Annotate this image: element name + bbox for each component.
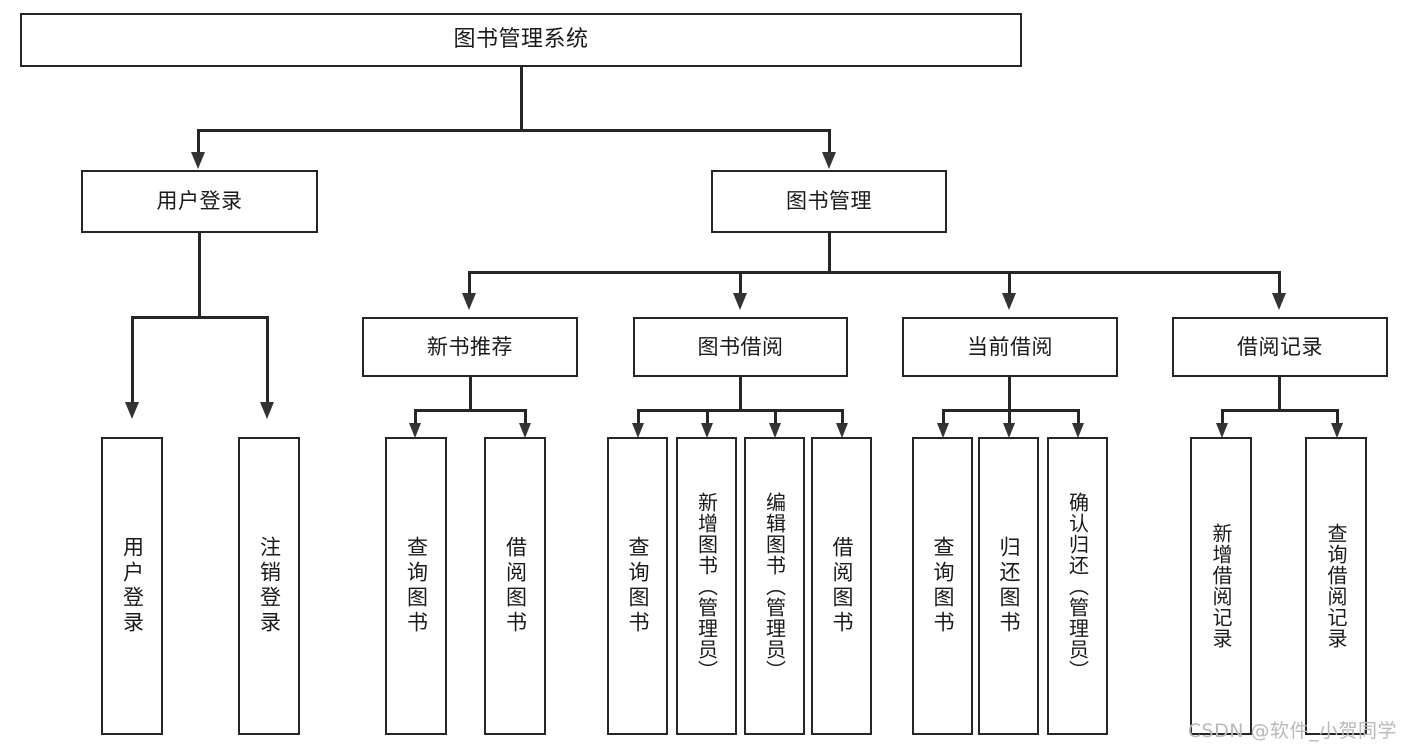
node-leaf-user-login-label: 用户登录 [120, 536, 145, 636]
node-leaf-add-book-label: 新增图书（管理员） [694, 491, 719, 681]
connector-new-book-rec-bus [414, 409, 526, 412]
connector-to-user-login [197, 129, 200, 156]
node-new-book-rec[interactable]: 新书推荐 [362, 317, 578, 377]
node-borrow-record-label: 借阅记录 [1237, 334, 1323, 359]
node-current-borrow[interactable]: 当前借阅 [902, 317, 1118, 377]
connector-borrow-record-drop-1 [1221, 409, 1224, 427]
node-leaf-borrow-book-1[interactable]: 借阅图书 [484, 437, 546, 735]
arrowhead-leaf-query-book-2 [632, 423, 644, 438]
arrowhead-leaf-query-record [1331, 423, 1343, 438]
node-current-borrow-label: 当前借阅 [967, 334, 1053, 359]
connector-new-book-rec-stem [469, 377, 472, 411]
node-leaf-user-logout-label: 注销登录 [257, 536, 282, 636]
arrowhead-user-login [191, 152, 205, 169]
node-book-borrow-label: 图书借阅 [697, 334, 784, 359]
node-leaf-query-book-1[interactable]: 查询图书 [385, 437, 447, 735]
arrowhead-leaf-edit-book [769, 423, 781, 438]
arrowhead-new-book-rec [462, 293, 476, 310]
arrowhead-leaf-query-book-3 [937, 423, 949, 438]
connector-book-borrow-drop-3 [774, 409, 777, 427]
connector-book-borrow-drop-2 [706, 409, 709, 427]
node-leaf-return-book-label: 归还图书 [997, 536, 1021, 636]
connector-current-borrow-drop-1 [942, 409, 945, 427]
connector-to-book-admin [828, 129, 831, 156]
arrowhead-leaf-return-book [1003, 423, 1015, 438]
connector-user-login-drop-2 [266, 316, 269, 406]
connector-level2-bus [197, 129, 830, 132]
arrowhead-leaf-add-book [701, 423, 713, 438]
connector-new-book-rec-drop-2 [524, 409, 527, 427]
node-leaf-edit-book[interactable]: 编辑图书（管理员） [744, 437, 805, 735]
connector-book-borrow-drop-4 [841, 409, 844, 427]
connector-book-borrow-drop-1 [637, 409, 640, 427]
node-leaf-user-logout[interactable]: 注销登录 [238, 437, 300, 735]
node-book-admin-label: 图书管理 [786, 189, 872, 214]
node-leaf-query-book-3-label: 查询图书 [931, 536, 955, 636]
arrowhead-current-borrow [1002, 293, 1016, 310]
node-leaf-query-book-3[interactable]: 查询图书 [912, 437, 973, 735]
node-leaf-borrow-book-2[interactable]: 借阅图书 [811, 437, 872, 735]
arrowhead-book-admin [822, 152, 836, 169]
arrowhead-book-borrow [733, 293, 747, 310]
node-leaf-query-book-1-label: 查询图书 [404, 536, 429, 636]
node-leaf-query-book-2-label: 查询图书 [626, 536, 650, 636]
node-leaf-confirm-return[interactable]: 确认归还（管理员） [1047, 437, 1108, 735]
connector-user-login-stem [198, 233, 201, 318]
connector-book-borrow-stem [739, 377, 742, 411]
node-book-admin[interactable]: 图书管理 [711, 170, 947, 233]
node-leaf-add-record[interactable]: 新增借阅记录 [1190, 437, 1252, 735]
connector-level3-bus [468, 271, 1280, 274]
node-root-label: 图书管理系统 [453, 27, 589, 53]
connector-root-stem [520, 67, 523, 130]
connector-to-borrow-record [1278, 271, 1281, 297]
node-leaf-query-record-label: 查询借阅记录 [1324, 523, 1348, 649]
connector-book-admin-stem [828, 233, 831, 273]
node-borrow-record[interactable]: 借阅记录 [1172, 317, 1388, 377]
node-new-book-rec-label: 新书推荐 [427, 334, 513, 359]
connector-borrow-record-bus [1221, 409, 1338, 412]
connector-borrow-record-drop-2 [1336, 409, 1339, 427]
node-leaf-borrow-book-2-label: 借阅图书 [830, 536, 854, 636]
arrowhead-leaf-borrow-book-2 [836, 423, 848, 438]
arrowhead-leaf-user-login [125, 402, 139, 419]
arrowhead-leaf-borrow-book-1 [519, 423, 531, 438]
arrowhead-leaf-user-logout [260, 402, 274, 419]
node-leaf-query-record[interactable]: 查询借阅记录 [1305, 437, 1367, 735]
connector-user-login-bus [131, 316, 267, 319]
connector-user-login-drop-1 [131, 316, 134, 406]
connector-to-book-borrow [739, 271, 742, 297]
node-root[interactable]: 图书管理系统 [20, 13, 1022, 67]
arrowhead-leaf-query-book-1 [409, 423, 421, 438]
arrowhead-borrow-record [1272, 293, 1286, 310]
connector-current-borrow-drop-3 [1077, 409, 1080, 427]
node-user-login[interactable]: 用户登录 [81, 170, 318, 233]
node-book-borrow[interactable]: 图书借阅 [633, 317, 848, 377]
node-leaf-query-book-2[interactable]: 查询图书 [607, 437, 668, 735]
node-leaf-borrow-book-1-label: 借阅图书 [503, 536, 528, 636]
node-leaf-add-book[interactable]: 新增图书（管理员） [676, 437, 737, 735]
arrowhead-leaf-confirm-return [1072, 423, 1084, 438]
connector-book-borrow-bus [637, 409, 843, 412]
connector-borrow-record-stem [1278, 377, 1281, 411]
node-leaf-add-record-label: 新增借阅记录 [1209, 523, 1233, 649]
arrowhead-leaf-add-record [1216, 423, 1228, 438]
connector-to-new-book-rec [468, 271, 471, 297]
connector-current-borrow-stem [1008, 377, 1011, 411]
node-leaf-edit-book-label: 编辑图书（管理员） [762, 491, 787, 681]
connector-new-book-rec-drop-1 [414, 409, 417, 427]
connector-to-current-borrow [1008, 271, 1011, 297]
node-leaf-user-login[interactable]: 用户登录 [101, 437, 163, 735]
node-user-login-label: 用户登录 [156, 189, 243, 214]
node-leaf-confirm-return-label: 确认归还（管理员） [1065, 491, 1090, 681]
connector-current-borrow-drop-2 [1008, 409, 1011, 427]
connector-current-borrow-bus [942, 409, 1079, 412]
node-leaf-return-book[interactable]: 归还图书 [978, 437, 1039, 735]
